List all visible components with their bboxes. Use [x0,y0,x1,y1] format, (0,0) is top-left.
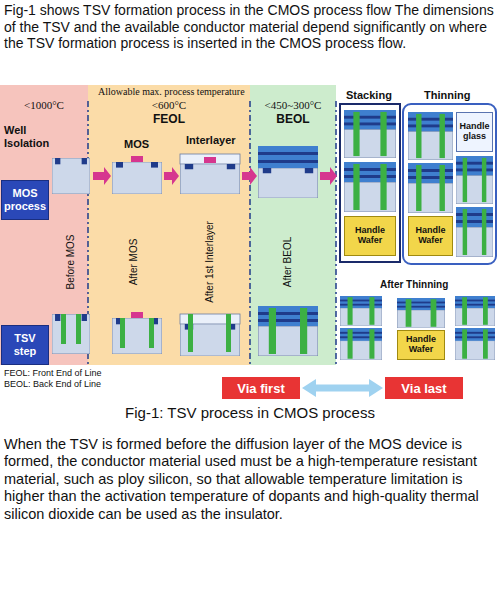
process-arrow [93,167,111,185]
mos-step-icon [258,160,318,163]
via-type-box: Via last [385,377,463,399]
annotation-label: Thinning [424,89,470,102]
figure-caption: Fig-1: TSV process in CMOS process [0,404,500,422]
tsv-step-icon [112,318,162,354]
divider-line [335,101,337,365]
node-text: Handle Wafer [347,226,393,246]
thinning-frame [403,104,496,264]
mos-step-icon [52,158,90,194]
node-text: <600°C [152,99,186,112]
node-text: Handle glass [459,122,490,142]
node-text: <1000°C [24,99,64,112]
node-text: Via last [401,381,446,396]
insertion-point-label: After BEOL [282,237,294,288]
mos-step-icon [180,154,240,164]
mos-step-icon [258,152,318,155]
thinned-chip-icon [455,328,495,360]
process-arrow [93,167,337,185]
mos-step-icon [204,157,216,163]
handle-wafer: Handle Wafer [397,330,445,360]
annotation-label: MOS [124,138,149,151]
thinning-frame [408,163,453,213]
stacking-frame [344,110,396,158]
node-text: MOS process [4,187,46,212]
node-text: BEOL [276,112,309,128]
node-text: FEOL [153,112,185,128]
handle-wafer: Handle Wafer [408,216,453,256]
divider-line [88,101,336,365]
mos-step-icon [112,162,162,194]
thinning-frame [456,207,493,257]
annotation-label: Stacking [346,89,392,102]
process-arrow [164,167,179,185]
mos-step-icon [52,146,318,198]
tsv-step-icon [76,314,81,344]
via-type-box: Via first [222,377,300,399]
thinned-chip-icon [340,328,382,360]
tsv-step-icon [61,314,66,344]
handle-wafer: Handle Wafer [344,216,396,256]
body-paragraph: When the TSV is formed before the diffus… [4,436,496,523]
insertion-point-label: Before MOS [65,234,77,289]
thinning-frame [403,104,496,264]
annotation-label: Well Isolation [4,124,56,150]
node-text: TSV step [4,332,46,357]
node-text: Handle Wafer [411,226,450,246]
annotation-label: After Thinning [380,279,448,291]
stacking-frame [340,104,400,262]
tsv-step-icon [52,306,318,356]
divider-line [249,101,251,365]
mos-step-icon [258,146,318,168]
tsv-step-icon [131,312,143,318]
insertion-point-label: After 1st Interlayer [204,221,216,303]
annotation-label: BEOL: Back End of Line [4,379,101,390]
tsv-step-icon [149,318,154,348]
stacking-frame [340,104,400,262]
tsv-step-icon [52,314,90,354]
node-text: <450~300°C [265,99,322,112]
insertion-point-label: After MOS [128,239,140,286]
thinned-chip-icon [397,298,445,328]
annotation-label: Interlayer [186,134,236,147]
tsv-step-icon [120,318,125,348]
thinning-frame [456,156,493,204]
tsv-step-icon [258,306,318,356]
process-row-box: MOS process [1,180,49,220]
stacking-frame [344,162,396,212]
double-arrow [316,385,369,392]
thinned-chip-icon [455,296,495,326]
intro-text: Fig-1 shows TSV formation process in the… [4,2,496,52]
node-text: Handle Wafer [400,335,442,355]
thinned-chip-icon [340,296,495,360]
mos-step-icon [258,168,318,198]
process-arrow [320,167,337,185]
annotation-label: Allowable max. process temperature [98,86,245,98]
handle-glass: Handle glass [456,112,493,152]
mos-step-icon [180,164,240,194]
process-arrow [242,167,257,185]
thinned-chip-icon [340,296,382,326]
node-text: Via first [237,381,284,396]
annotation-label: FEOL: Front End of Line [4,368,102,379]
tsv-step-icon [226,314,231,352]
thinning-frame [408,112,453,160]
tsv-step-icon [188,314,193,352]
process-row-box: TSV step [1,325,49,365]
mos-step-icon [131,156,143,162]
